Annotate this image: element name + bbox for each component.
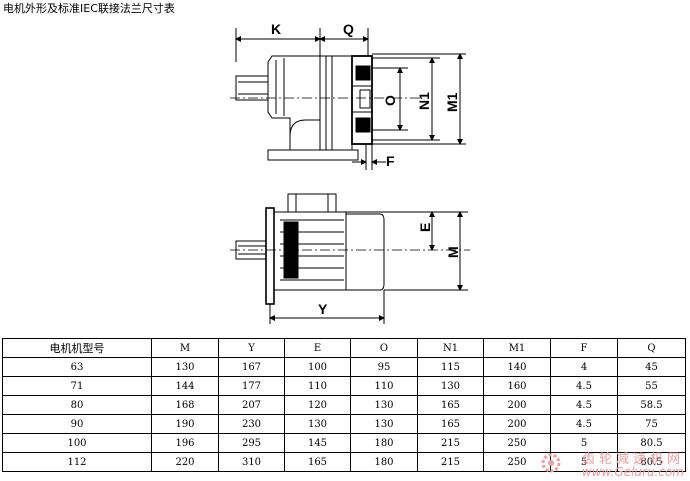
table-header-row: 电机机型号 M Y E O N1 M1 F Q bbox=[2, 338, 686, 358]
table-cell: 230 bbox=[218, 414, 285, 434]
technical-drawings: K Q O N1 M1 F E M Y bbox=[230, 21, 470, 324]
dim-label-o: O bbox=[382, 95, 398, 106]
dim-label-k: K bbox=[271, 21, 281, 37]
table-cell: 295 bbox=[218, 433, 285, 453]
table-cell: 200 bbox=[483, 414, 551, 434]
table-cell: 165 bbox=[417, 414, 484, 434]
table-cell: 95 bbox=[350, 357, 418, 377]
table-cell: 130 bbox=[284, 414, 351, 434]
table-cell: 4.5 bbox=[550, 414, 618, 434]
table-cell: 45 bbox=[617, 357, 686, 377]
table-cell: 110 bbox=[350, 376, 418, 396]
watermark-text: 齿轮减速机网 bbox=[581, 452, 684, 467]
watermark: 齿轮减速机网 www.Geluru.com bbox=[538, 448, 688, 480]
dim-label-y: Y bbox=[318, 301, 328, 317]
table-cell: 180 bbox=[350, 452, 418, 472]
table-cell: 71 bbox=[2, 376, 152, 396]
column-header-m: M bbox=[151, 338, 219, 358]
column-header-n1: N1 bbox=[417, 338, 484, 358]
column-header-e: E bbox=[284, 338, 351, 358]
table-cell: 180 bbox=[350, 433, 418, 453]
table-cell: 207 bbox=[218, 395, 285, 415]
page-title: 电机外形及标准IEC联接法兰尺寸表 bbox=[3, 2, 175, 15]
column-header-y: Y bbox=[218, 338, 285, 358]
dim-label-f: F bbox=[386, 153, 395, 169]
gearbox-side-view bbox=[230, 28, 466, 170]
table-cell: 145 bbox=[284, 433, 351, 453]
table-cell: 190 bbox=[151, 414, 219, 434]
table-cell: 58.5 bbox=[617, 395, 686, 415]
table-cell: 4.5 bbox=[550, 395, 618, 415]
table-cell: 63 bbox=[2, 357, 152, 377]
column-header-q: Q bbox=[617, 338, 686, 358]
table-cell: 167 bbox=[218, 357, 285, 377]
table-cell: 168 bbox=[151, 395, 219, 415]
table-cell: 80.5 bbox=[617, 452, 686, 472]
table-cell: 200 bbox=[483, 395, 551, 415]
column-header-model: 电机机型号 bbox=[2, 338, 152, 358]
watermark-url: www.Geluru.com bbox=[581, 465, 684, 479]
column-header-f: F bbox=[550, 338, 618, 358]
table-cell: 160 bbox=[483, 376, 551, 396]
table-cell: 140 bbox=[483, 357, 551, 377]
table-cell: 220 bbox=[151, 452, 219, 472]
table-cell: 130 bbox=[417, 376, 484, 396]
dim-label-e: E bbox=[417, 223, 433, 232]
table-cell: 144 bbox=[151, 376, 219, 396]
table-cell: 130 bbox=[151, 357, 219, 377]
dim-label-m1: M1 bbox=[444, 92, 460, 112]
dim-label-n1: N1 bbox=[416, 92, 432, 110]
table-cell: 110 bbox=[284, 376, 351, 396]
table-cell: 215 bbox=[417, 433, 484, 453]
motor-side-view bbox=[230, 193, 470, 324]
table-cell: 196 bbox=[151, 433, 219, 453]
table-cell: 130 bbox=[350, 395, 418, 415]
table-cell: 215 bbox=[417, 452, 484, 472]
table-cell: 55 bbox=[617, 376, 686, 396]
table-cell: 112 bbox=[2, 452, 152, 472]
table-cell: 310 bbox=[218, 452, 285, 472]
dim-label-q: Q bbox=[343, 21, 354, 37]
table-cell: 177 bbox=[218, 376, 285, 396]
table-cell: 130 bbox=[350, 414, 418, 434]
table-cell: 90 bbox=[2, 414, 152, 434]
table-cell: 165 bbox=[417, 395, 484, 415]
table-cell: 115 bbox=[417, 357, 484, 377]
table-cell: 120 bbox=[284, 395, 351, 415]
dim-label-m: M bbox=[445, 246, 461, 258]
table-cell: 75 bbox=[617, 414, 686, 434]
table-cell: 80 bbox=[2, 395, 152, 415]
column-header-o: O bbox=[350, 338, 418, 358]
table-cell: 100 bbox=[284, 357, 351, 377]
gear-logo-icon bbox=[541, 453, 561, 473]
table-cell: 100 bbox=[2, 433, 152, 453]
table-cell: 165 bbox=[284, 452, 351, 472]
table-cell: 4 bbox=[550, 357, 618, 377]
table-cell: 4.5 bbox=[550, 376, 618, 396]
column-header-m1: M1 bbox=[483, 338, 551, 358]
